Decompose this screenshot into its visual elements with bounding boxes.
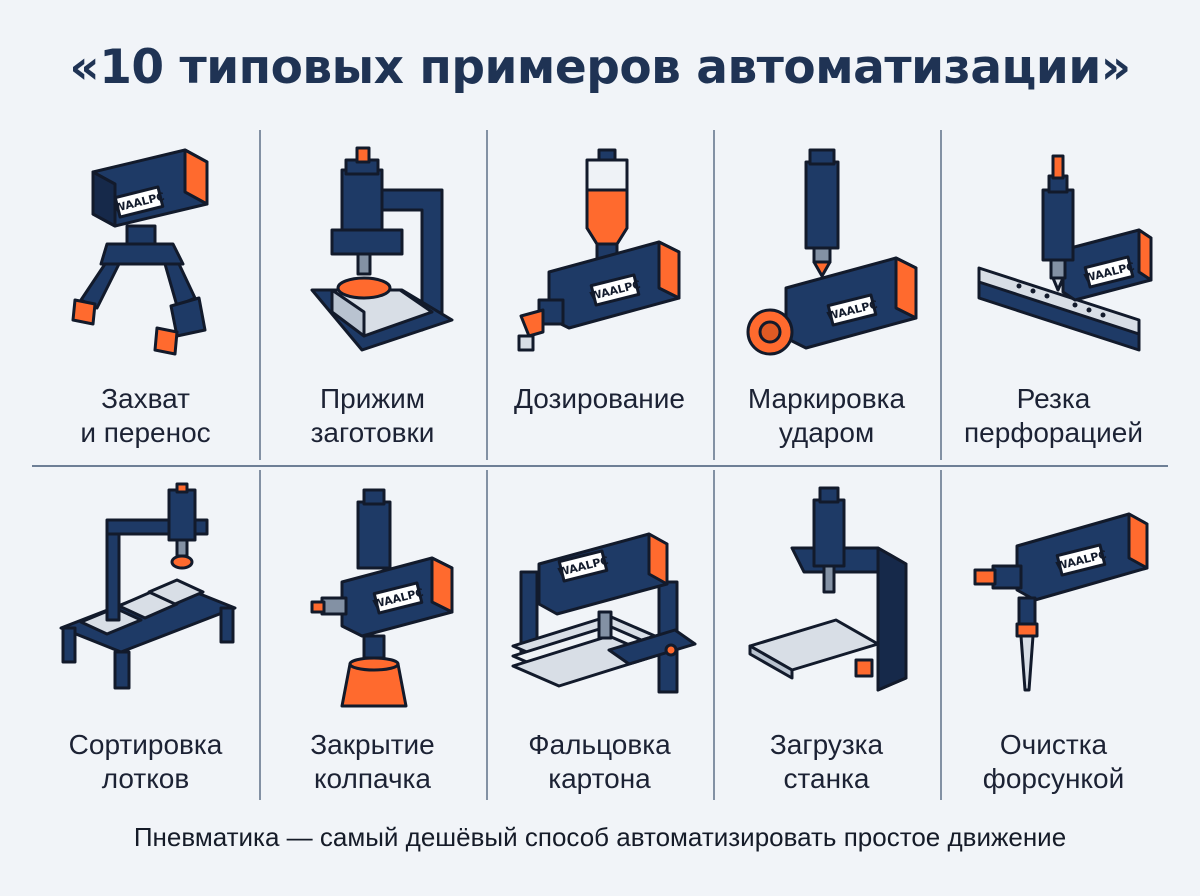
gripper-icon: WAALPC [71,148,209,356]
nozzle-cleaning-icon: WAALPC [973,512,1149,692]
perforation-cutting-icon: WAALPC [977,154,1153,352]
example-card-dosing: WAALPC Дозирование [486,130,713,460]
column-divider [940,130,942,460]
tray-sorting-icon [59,482,237,690]
column-divider [259,130,261,460]
machine-loading-icon [748,486,908,692]
page-title: «10 типовых примеров автоматизации» [69,40,1131,95]
column-divider [486,470,488,800]
impact-marking-icon: WAALPC [746,148,918,356]
example-label: Дозирование [514,383,685,414]
cap-closing-icon: WAALPC [310,488,454,708]
dosing-icon: WAALPC [517,148,681,352]
column-divider [713,470,715,800]
column-divider [713,130,715,460]
footer-caption: Пневматика — самый дешёвый способ автома… [133,822,1067,852]
cardboard-folding-icon: WAALPC [511,532,697,694]
column-divider [259,470,261,800]
column-divider [940,470,942,800]
press-clamp-icon [310,146,454,352]
row-divider [32,465,1168,467]
column-divider [486,130,488,460]
